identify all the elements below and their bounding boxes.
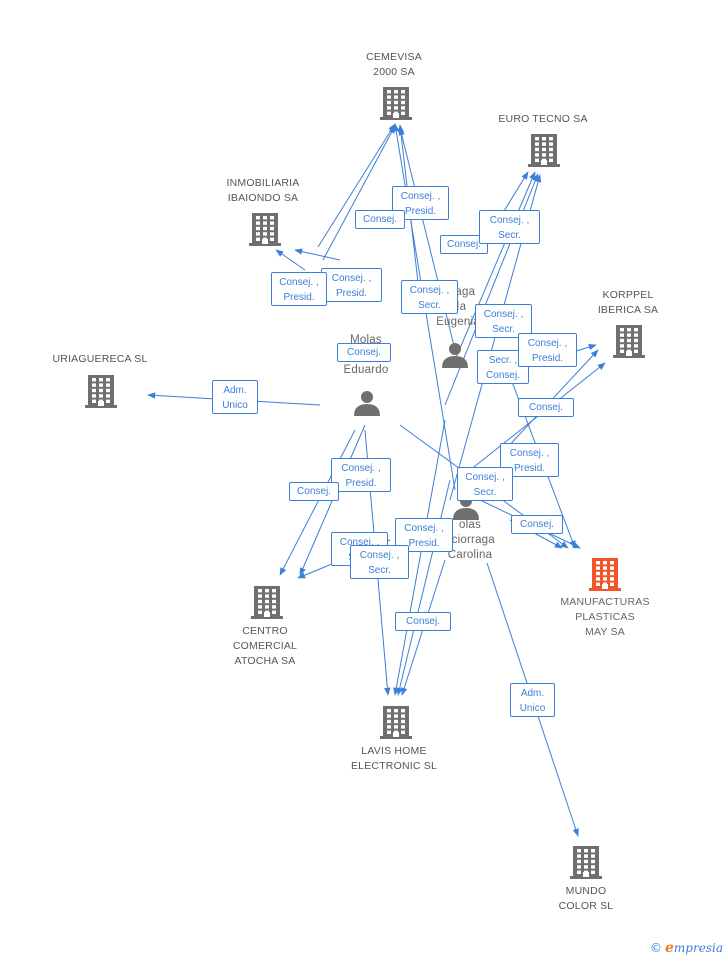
relation-edge (393, 419, 446, 696)
company-label[interactable]: EURO TECNO SA (498, 113, 588, 125)
relation-label: Adm. Unico (510, 683, 555, 717)
company-label[interactable]: INMOBILIARIA IBAIONDO SA (226, 177, 300, 204)
company-label[interactable]: MUNDO COLOR SL (558, 885, 614, 912)
relation-edge (454, 171, 536, 361)
person-icon[interactable] (442, 343, 468, 368)
building-icon[interactable] (85, 375, 117, 408)
relation-label: Consej. (395, 612, 451, 631)
company-label[interactable]: LAVIS HOME ELECTRONIC SL (350, 745, 438, 772)
relation-label: Consej. , Presid. (331, 458, 391, 492)
relation-edge (279, 429, 356, 576)
relation-label: Consej. (511, 515, 563, 534)
company-label[interactable]: CEMEVISA 2000 SA (366, 51, 422, 78)
relation-label: Adm. Unico (212, 380, 258, 414)
building-icon[interactable] (380, 87, 412, 120)
relation-edge (275, 249, 306, 271)
relation-label: Consej. , Secr. (479, 210, 540, 244)
building-icon[interactable] (589, 558, 621, 591)
company-label[interactable]: MANUFACTURAS PLASTICAS MAY SA (560, 596, 650, 638)
copyright-icon: © (650, 941, 662, 955)
company-label[interactable]: URIAGUERECA SL (52, 353, 148, 365)
building-icon[interactable] (528, 134, 560, 167)
relation-label: Consej. , Presid. (321, 268, 382, 302)
relation-label: Consej. , Secr. (350, 545, 409, 579)
relation-edge (294, 248, 341, 261)
brand-initial: e (665, 940, 674, 956)
building-icon[interactable] (380, 706, 412, 739)
relation-label: Consej. (337, 343, 391, 362)
building-icon[interactable] (249, 213, 281, 246)
relation-label: Consej. , Presid. (271, 272, 327, 306)
relation-label: Consej. , Presid. (518, 333, 577, 367)
relation-label: Consej. , Secr. (457, 467, 513, 501)
relation-label: Secr. , Consej. (477, 350, 529, 384)
company-label[interactable]: KORPPEL IBERICA SA (597, 289, 659, 316)
relation-label: Consej. (355, 210, 405, 229)
building-icon[interactable] (570, 846, 602, 879)
brand-name: mpresia (673, 941, 723, 955)
relation-label: Consej. (440, 235, 488, 254)
relation-label: Consej. (289, 482, 339, 501)
relation-label: Consej. , Secr. (401, 280, 458, 314)
relation-edge (317, 123, 396, 248)
person-icon[interactable] (354, 391, 380, 416)
relation-edge (396, 479, 451, 696)
relation-label: Consej. , Secr. (475, 304, 532, 338)
building-icon[interactable] (613, 325, 645, 358)
relation-label: Consej. (518, 398, 574, 417)
brand-watermark: ©empresia (650, 940, 723, 956)
person-label[interactable]: olas aciorraga Carolina (445, 519, 495, 561)
company-label[interactable]: CENTRO COMERCIAL ATOCHA SA (232, 625, 298, 667)
building-icon[interactable] (251, 586, 283, 619)
relation-edge (322, 125, 396, 261)
nodes (85, 87, 645, 879)
